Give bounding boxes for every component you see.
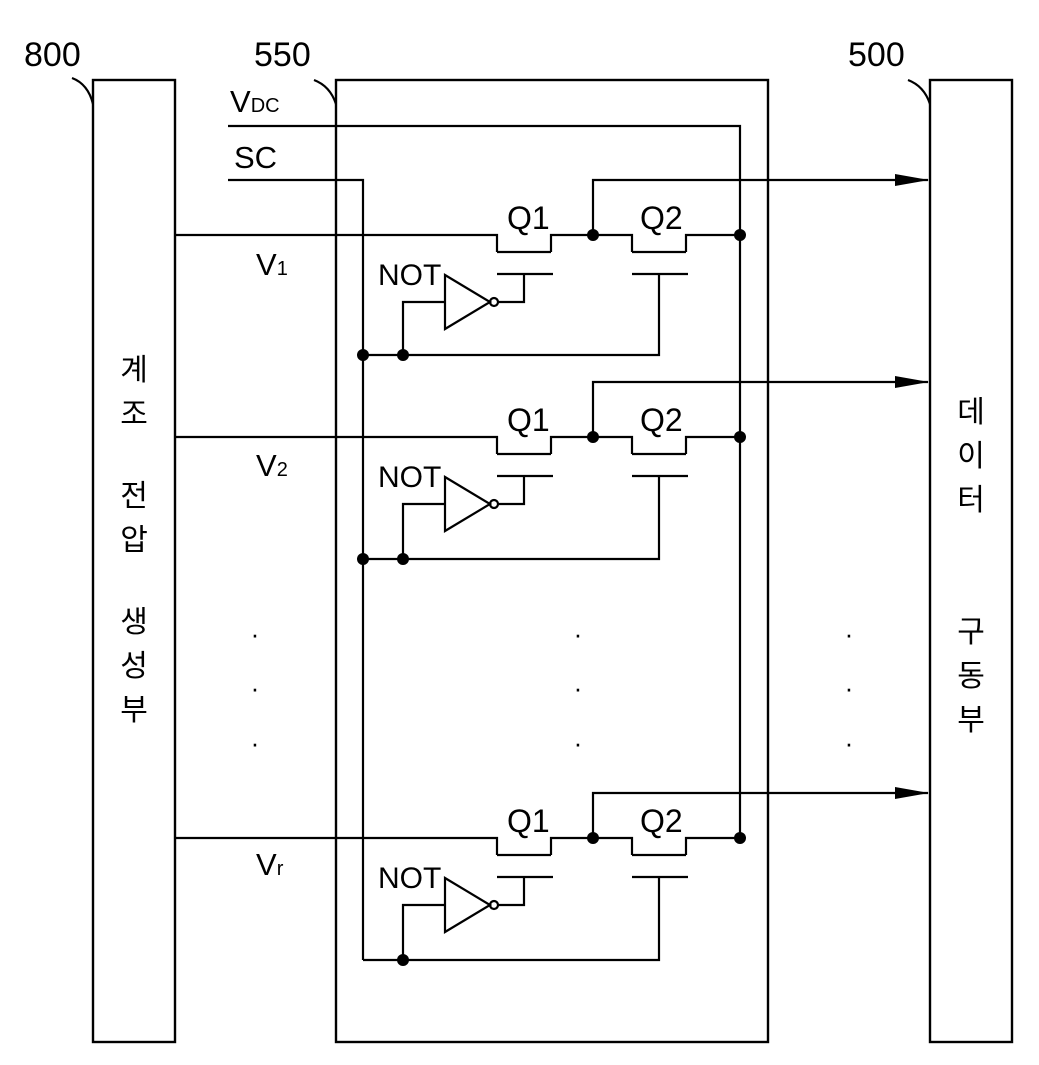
junction-dot [397,954,409,966]
junction-dot [734,832,746,844]
ellipsis-dot: · [845,619,854,649]
generator-char: 부 [120,693,148,728]
v2-label: V2 [256,448,288,483]
generator-char: 계 [120,353,148,388]
junction-dot [734,431,746,443]
generator-char: 성 [120,649,148,684]
q2-label: Q2 [640,402,683,438]
driver-char: 이 [957,439,985,474]
q1-label: Q1 [507,200,550,236]
junction-dot [587,832,599,844]
ellipsis-dot: · [251,673,260,703]
junction-dot [734,229,746,241]
ellipsis-dot: · [251,728,260,758]
generator-char: 전 [120,479,148,514]
ellipsis-dot: · [574,728,583,758]
driver-char: 구 [957,615,985,650]
generator-char: 조 [120,397,148,432]
not-label: NOT [378,259,441,292]
q2-label: Q2 [640,200,683,236]
junction-dot [357,553,369,565]
vr-label: Vr [256,847,284,882]
ellipsis-dot: · [251,619,260,649]
ref-leader-800 [72,78,93,104]
ref-leader-550 [314,80,336,104]
ref-800: 800 [24,36,81,74]
ref-leader-500 [908,80,930,104]
q1-label: Q1 [507,803,550,839]
ellipsis-dot: · [845,728,854,758]
ellipsis-dot: · [845,673,854,703]
ref-500: 500 [848,36,905,74]
junction-dot [587,431,599,443]
driver-char: 데 [957,395,985,430]
driver-char: 부 [957,703,985,738]
ellipsis-dot: · [574,673,583,703]
ref-550: 550 [254,36,311,74]
data-driver-block [930,80,1012,1042]
junction-dot [357,349,369,361]
not-label: NOT [378,862,441,895]
v1-label: V1 [256,247,288,282]
q2-label: Q2 [640,803,683,839]
junction-dot [397,553,409,565]
vdc-label: VDC [230,84,280,119]
generator-char: 압 [120,523,148,558]
driver-char: 동 [957,659,985,694]
generator-char: 생 [120,605,148,640]
junction-dot [397,349,409,361]
junction-dot [587,229,599,241]
q1-label: Q1 [507,402,550,438]
not-label: NOT [378,461,441,494]
ellipsis-dot: · [574,619,583,649]
gray-voltage-generator-block [93,80,175,1042]
driver-char: 터 [957,483,985,518]
sc-label: SC [234,140,277,175]
gray-voltage-generator-label: 계조전압생성부 [120,353,148,728]
